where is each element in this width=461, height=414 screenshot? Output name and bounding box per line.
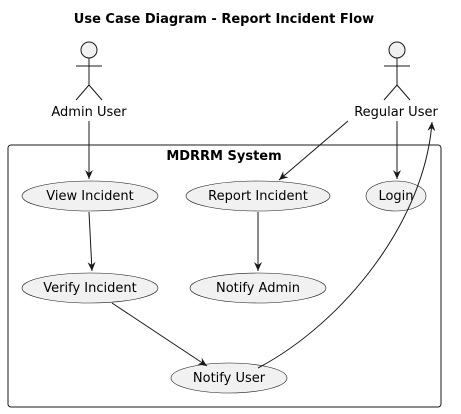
use-case-view-incident-shape	[21, 180, 159, 212]
actor-regular-label: Regular User	[354, 105, 438, 120]
actor-regular-leg-right	[396, 84, 411, 101]
actor-admin-user: Admin User	[51, 41, 127, 120]
edge-view-to-verify	[87, 211, 96, 272]
use-case-verify-incident: Verify Incident	[21, 272, 159, 304]
actor-regular-head	[388, 41, 406, 59]
use-case-view-incident-label: View Incident	[46, 189, 133, 204]
use-case-login-label: Login	[378, 189, 413, 204]
edge-verify-to-notify-user	[111, 302, 208, 367]
diagram-title: Use Case Diagram - Report Incident Flow	[74, 12, 374, 27]
actor-admin-label: Admin User	[51, 105, 127, 120]
actor-admin-leg-left	[75, 84, 90, 101]
edge-regular-to-report-incident	[278, 120, 349, 181]
system-name: MDRRM System	[166, 149, 281, 164]
use-case-notify-user-label: Notify User	[193, 371, 266, 386]
actor-regular-user: Regular User	[354, 41, 438, 120]
use-case-view-incident: View Incident	[21, 180, 159, 212]
edge-notify-user-to-regular	[257, 121, 436, 369]
use-case-notify-user-shape	[170, 362, 288, 394]
use-case-report-incident: Report Incident	[185, 180, 331, 212]
use-case-verify-incident-shape	[21, 272, 159, 304]
use-case-notify-admin: Notify Admin	[189, 272, 327, 304]
use-case-login: Login	[365, 180, 427, 212]
use-case-verify-incident-label: Verify Incident	[43, 281, 136, 296]
use-case-notify-admin-label: Notify Admin	[216, 281, 300, 296]
actor-admin-head	[80, 41, 98, 59]
use-case-report-incident-label: Report Incident	[208, 189, 308, 204]
use-case-notify-user: Notify User	[170, 362, 288, 394]
use-case-report-incident-shape	[185, 180, 331, 212]
use-case-notify-admin-shape	[189, 272, 327, 304]
actor-admin-leg-right	[88, 84, 103, 101]
actor-regular-leg-left	[383, 84, 398, 101]
